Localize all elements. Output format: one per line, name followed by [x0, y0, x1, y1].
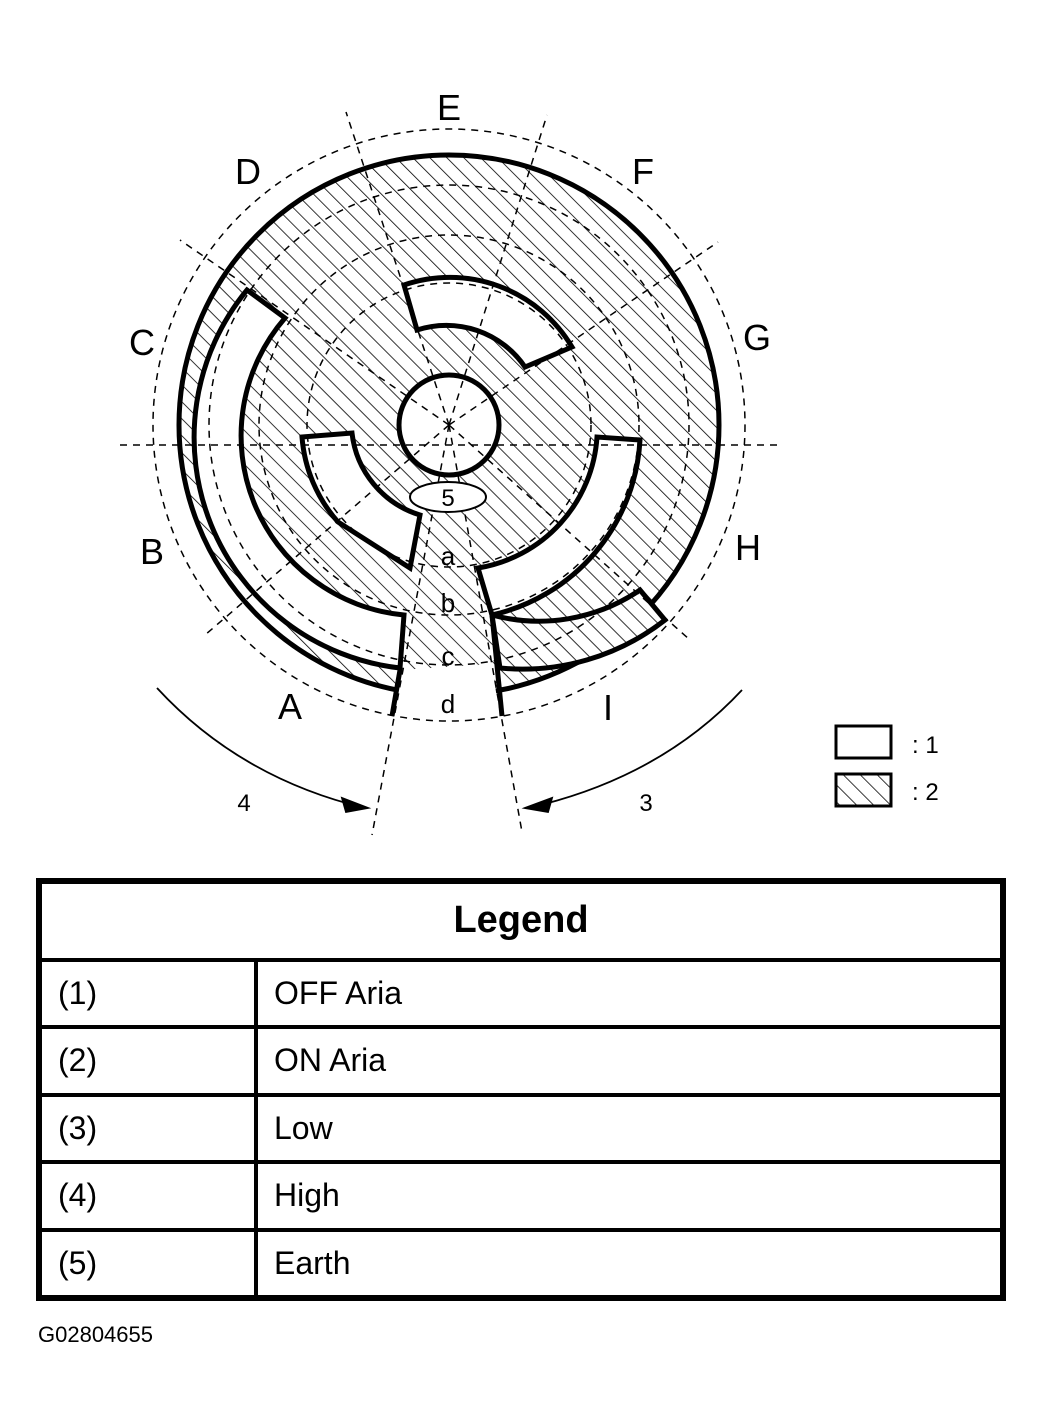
switch-contact-diagram: 5 A B C D E F G H I a b c d 4 3 : 1 : 2 [120, 87, 939, 836]
legend-value: Earth [254, 1227, 1005, 1300]
sector-label-a: A [278, 686, 302, 727]
ring-labels: a b c d [441, 541, 456, 719]
ring-label-d: d [441, 689, 455, 719]
earth-label: 5 [441, 485, 454, 512]
swatch-blank-label: : 1 [912, 732, 939, 759]
sector-label-g: G [743, 317, 771, 358]
table-row: (1) OFF Aria [37, 957, 1005, 1030]
legend-key: (5) [37, 1227, 258, 1300]
high-arrow [156, 687, 366, 809]
ring-label-b: b [441, 588, 455, 618]
high-arrowhead-icon [340, 796, 372, 814]
legend-key: (3) [37, 1092, 258, 1165]
sector-label-f: F [632, 151, 654, 192]
legend-header-row: Legend [37, 879, 1005, 962]
swatch-hatched-label: : 2 [912, 779, 939, 806]
dashed-guides [120, 111, 780, 836]
earth-contact: 5 [409, 481, 487, 513]
low-arrowhead-icon [521, 796, 554, 814]
table-row: (3) Low [37, 1092, 1005, 1165]
table-row: (2) ON Aria [37, 1025, 1005, 1097]
sector-label-i: I [603, 687, 613, 728]
table-row: (5) Earth [37, 1227, 1005, 1300]
legend-title: Legend [37, 879, 1005, 962]
sector-label-d: D [235, 151, 261, 192]
legend-table: Legend (1) OFF Aria (2) ON Aria (3) Low … [36, 878, 1006, 1301]
ring-label-c: c [442, 641, 455, 671]
table-row: (4) High [37, 1160, 1005, 1232]
legend-key: (1) [37, 957, 258, 1030]
legend-key: (4) [37, 1160, 258, 1232]
swatch-key: : 1 : 2 [834, 724, 939, 808]
swatch-hatched [834, 772, 893, 808]
low-arrow-label: 3 [639, 790, 652, 817]
figure-id: G02804655 [38, 1322, 153, 1347]
sector-label-h: H [735, 527, 761, 568]
low-arrow [527, 689, 743, 809]
legend-value: OFF Aria [254, 957, 1005, 1030]
swatch-blank [834, 724, 893, 760]
high-arrow-label: 4 [237, 790, 250, 817]
sector-label-e: E [437, 87, 461, 128]
ring-a [299, 430, 423, 573]
rotation-arrows [156, 687, 743, 814]
legend-value: ON Aria [254, 1025, 1005, 1097]
sector-label-c: C [129, 322, 155, 363]
legend-value: Low [254, 1092, 1005, 1165]
ring-b [400, 274, 643, 618]
sector-labels: A B C D E F G H I [129, 87, 771, 728]
legend-key: (2) [37, 1025, 258, 1097]
legend-value: High [254, 1160, 1005, 1232]
sector-label-b: B [140, 531, 164, 572]
ring-label-a: a [441, 541, 456, 571]
